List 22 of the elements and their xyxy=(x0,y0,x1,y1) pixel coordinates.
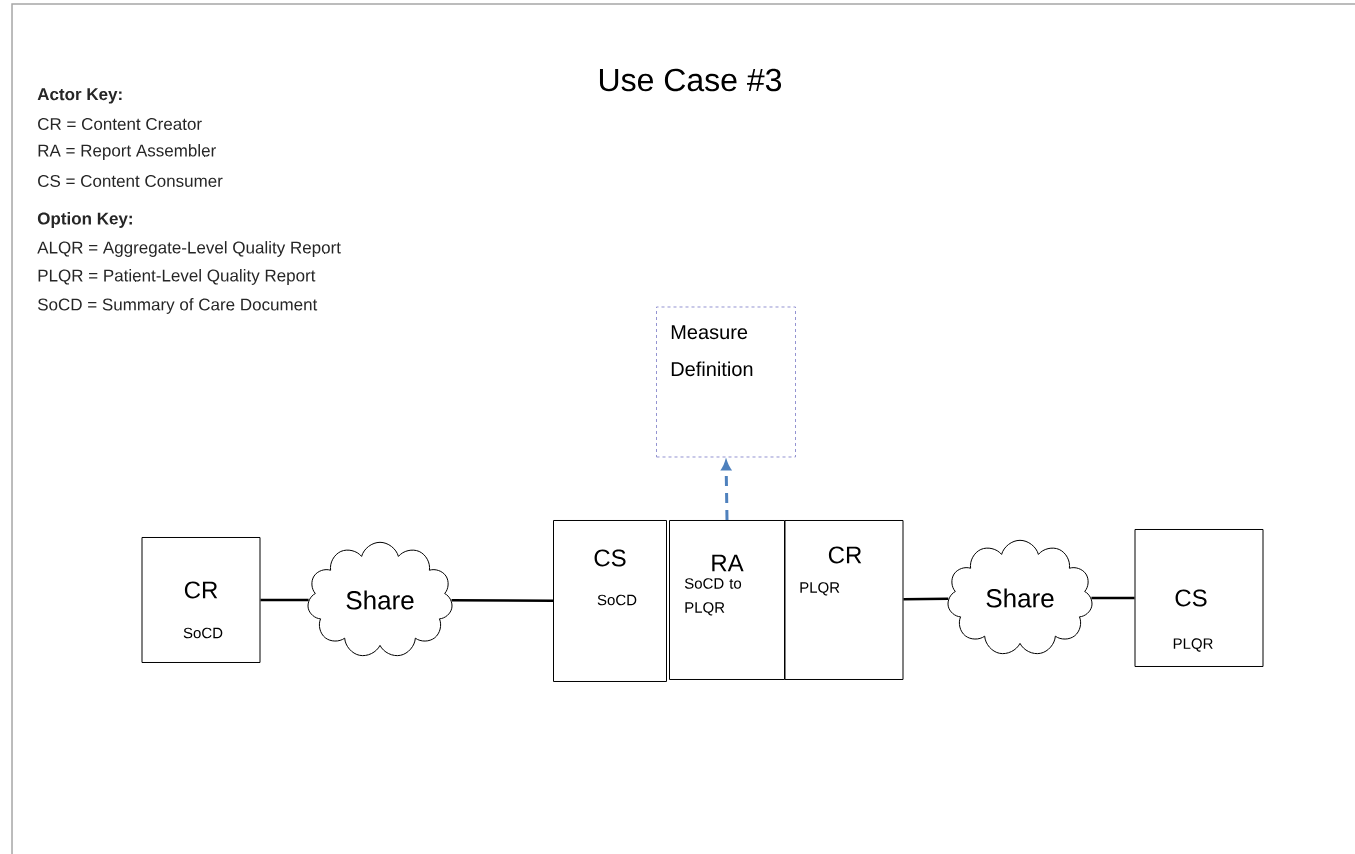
key-text: ALQR = Aggregate-Level Quality Report xyxy=(37,241,341,257)
dashed-arrow xyxy=(721,460,731,520)
connector-line xyxy=(1091,596,1135,600)
share-cloud: Share xyxy=(947,539,1093,655)
key-text: CS = Content Consumer xyxy=(38,174,223,187)
title: Use Case #3 xyxy=(600,68,782,92)
actor-box: CR PLQR xyxy=(784,520,904,680)
actor-box: CS SoCD xyxy=(553,520,667,682)
key-heading: Actor Key: xyxy=(37,88,122,104)
key-text: SoCD = Summary of Care Document xyxy=(38,298,318,314)
share-cloud: Share xyxy=(307,541,453,657)
actor-box: RA SoCD to PLQR xyxy=(669,520,785,680)
connector-line xyxy=(260,598,309,602)
key-text: RA = Report Assembler xyxy=(38,144,216,160)
connector-line xyxy=(451,599,553,602)
key-text: PLQR = Patient-Level Quality Report xyxy=(38,269,316,285)
actor-box: CR SoCD xyxy=(141,537,261,663)
key-text: CR = Content Creator xyxy=(38,117,202,130)
actor-box: CS PLQR xyxy=(1134,529,1264,667)
key-heading: Option Key: xyxy=(37,212,132,228)
definition-box: Measure Definition xyxy=(656,306,796,458)
connector-line xyxy=(903,597,949,601)
